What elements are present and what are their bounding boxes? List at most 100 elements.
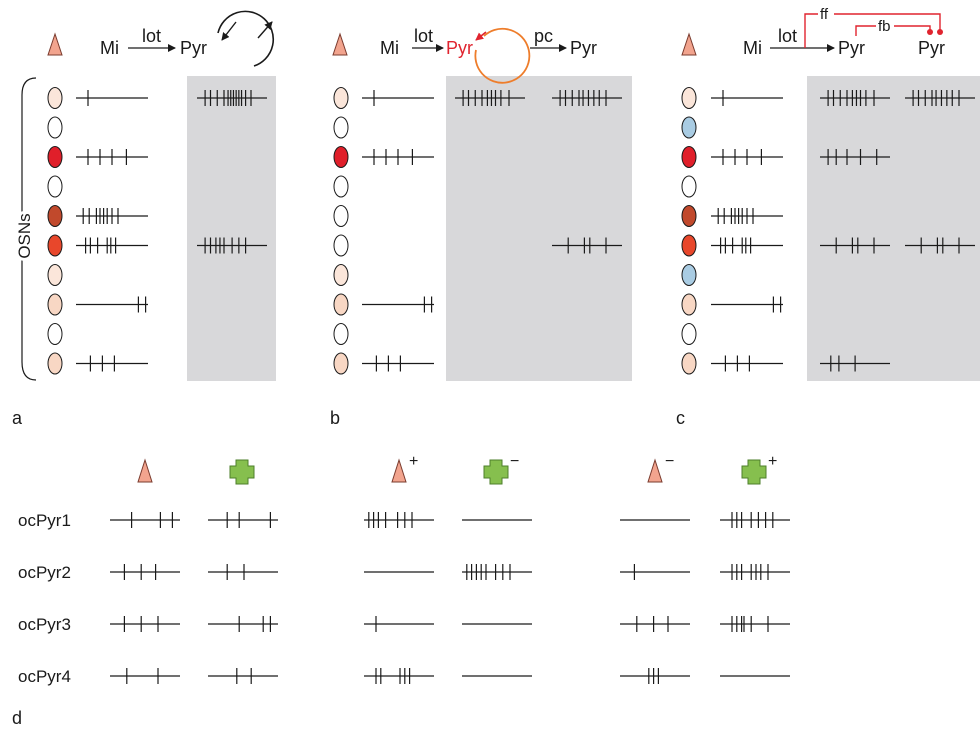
spike-train <box>820 355 890 372</box>
recurrent-loop <box>217 10 275 67</box>
spike-train <box>76 90 148 106</box>
osn-cell <box>681 175 697 198</box>
osn-trains <box>76 90 148 372</box>
spike-train <box>208 512 278 528</box>
row-label: ocPyr3 <box>18 615 71 634</box>
spike-train <box>110 616 180 632</box>
osn-cell <box>681 146 697 168</box>
osn-cell <box>47 352 63 375</box>
osn-trains <box>362 90 434 372</box>
spike-train <box>820 149 890 165</box>
osn-cell <box>333 116 349 139</box>
pyr-cell-icon <box>647 458 663 483</box>
lot-label: lot <box>778 26 797 46</box>
osn-cell <box>681 264 697 286</box>
spike-train <box>905 90 975 106</box>
osn-cell <box>47 323 63 345</box>
panel-label: d <box>12 708 22 728</box>
osn-cell <box>681 234 697 257</box>
osn-cell <box>333 352 349 375</box>
panel-c-gray-region <box>807 76 980 381</box>
recurrent-loop <box>474 27 531 84</box>
pyr-cell-icon <box>332 32 348 56</box>
schematic-target: Pyr <box>446 38 473 58</box>
osn-column <box>681 87 697 375</box>
schematic-source: Mi <box>743 38 762 58</box>
schematic-source: Mi <box>380 38 399 58</box>
row-label: ocPyr2 <box>18 563 71 582</box>
spike-train <box>620 564 690 580</box>
panel-label: c <box>676 408 685 428</box>
osn-cell <box>681 352 697 375</box>
spike-train <box>208 616 278 632</box>
pyr-output-trains <box>455 90 622 254</box>
spike-train <box>110 512 180 528</box>
ff-connection <box>804 13 941 48</box>
osn-column <box>333 87 349 375</box>
spike-train <box>76 208 148 224</box>
spike-train <box>552 237 622 254</box>
osn-cell <box>681 116 697 139</box>
pyr-cell-icon <box>681 32 697 56</box>
spike-train <box>711 355 783 372</box>
osn-cell <box>47 146 63 168</box>
spike-train <box>362 90 434 106</box>
spike-train <box>208 668 278 684</box>
ocpyr-trains <box>110 512 790 684</box>
fb-terminal <box>927 29 933 35</box>
cross-cell-icon <box>483 459 509 485</box>
osn-cell <box>47 264 63 286</box>
spike-train <box>720 512 790 528</box>
osn-cell <box>333 293 349 316</box>
pyr-cell-icon <box>137 458 153 483</box>
pyr-cell-icon <box>391 458 407 483</box>
cross-cell-icon <box>741 459 767 485</box>
osn-cell <box>47 175 63 198</box>
spike-train <box>720 616 790 632</box>
ff-label: ff <box>820 6 829 23</box>
spike-train <box>364 512 434 528</box>
spike-train <box>462 564 532 580</box>
osn-cell <box>47 87 63 109</box>
osn-cell <box>333 234 349 257</box>
spike-train <box>364 668 434 684</box>
spike-train <box>364 616 434 632</box>
spike-train <box>720 564 790 580</box>
spike-train <box>362 296 434 313</box>
osn-cell <box>47 205 63 227</box>
fb-label: fb <box>878 18 891 35</box>
spike-train <box>552 90 622 106</box>
panel-a-gray-region <box>187 76 276 381</box>
pc-label: pc <box>534 26 553 46</box>
pyr-sign: + <box>409 453 418 470</box>
panel-a: Mi lot Pyr OSNs a <box>12 10 276 428</box>
panel-label: b <box>330 408 340 428</box>
osn-cell <box>333 87 349 109</box>
spike-train <box>711 237 783 254</box>
spike-train <box>110 668 180 684</box>
lot-label: lot <box>142 26 161 46</box>
recurrent-arrow <box>475 31 487 41</box>
spike-train <box>711 149 783 165</box>
lot-label: lot <box>414 26 433 46</box>
osn-column <box>47 87 63 375</box>
spike-train <box>110 564 180 580</box>
ff-terminal <box>937 29 943 35</box>
cross-sign: + <box>768 453 777 470</box>
spike-train <box>76 237 148 254</box>
schematic-target: Pyr <box>180 38 207 58</box>
panel-c: Mi lot Pyr Pyr ff fb c <box>676 4 980 428</box>
cross-sign: − <box>510 453 519 470</box>
spike-train <box>362 149 434 165</box>
cell-type-headers: +−−+ <box>137 453 777 485</box>
osn-cell <box>47 293 63 316</box>
spike-train <box>362 355 434 372</box>
osn-cell <box>681 293 697 316</box>
osn-cell <box>47 116 63 139</box>
cross-cell-icon <box>229 459 255 485</box>
spike-train <box>905 237 975 254</box>
osn-cell <box>333 323 349 345</box>
